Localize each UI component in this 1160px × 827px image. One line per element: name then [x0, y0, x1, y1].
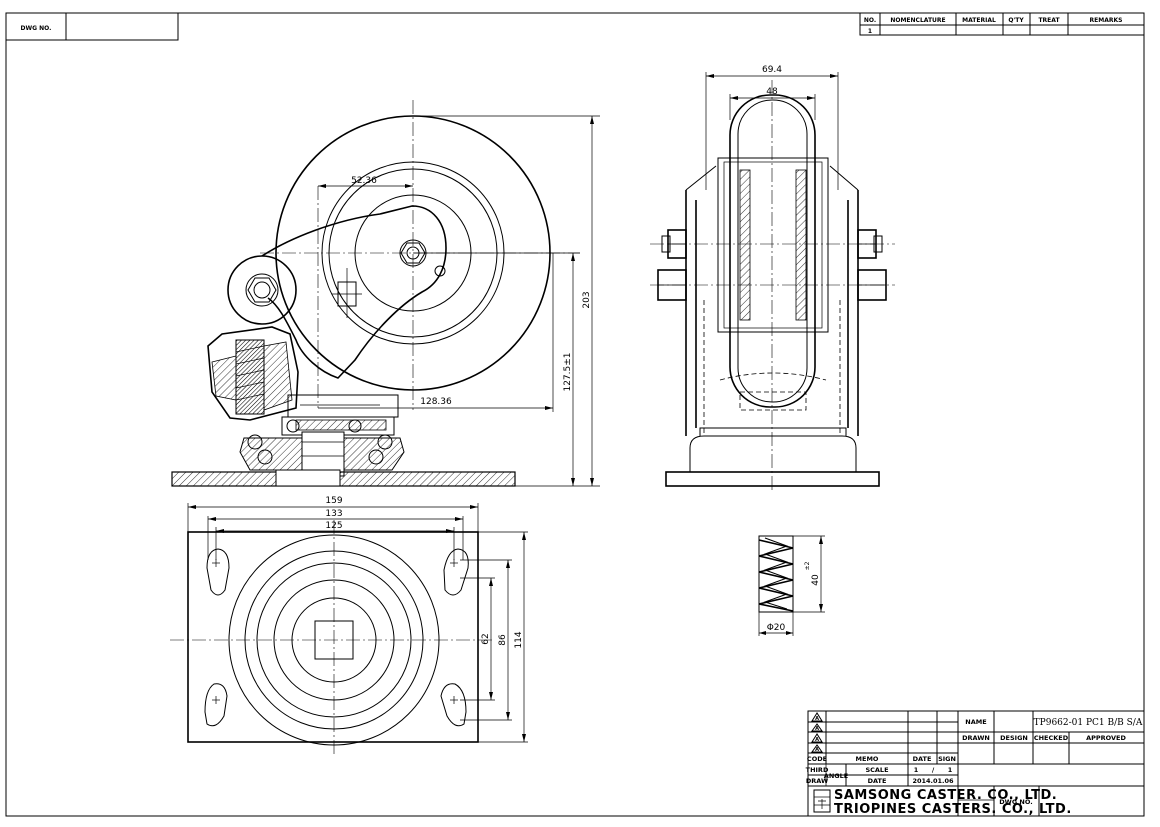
parts-header-qty: Q'TY [1008, 17, 1024, 24]
side-pivot-ear [227, 255, 297, 325]
front-wheel-tire [729, 94, 816, 408]
third-label: THIRD [806, 766, 829, 774]
dwg-no-label-bottom: DWG NO. [999, 798, 1032, 806]
company-line-2: TRIOPINES CASTERS. CO., LTD. [834, 802, 1072, 817]
code-label: CODE [807, 755, 827, 763]
parts-header-material: MATERIAL [962, 17, 996, 24]
side-top-plate [171, 471, 516, 487]
drawn-label: DRAWN [962, 734, 990, 742]
dim-spring-length: 40 [811, 574, 821, 586]
parts-row-no: 1 [868, 28, 872, 35]
front-top-plate [665, 471, 880, 487]
side-swivel-housing [287, 394, 399, 418]
revision-mark-2: A [815, 726, 819, 732]
top-plate-view: 159 133 125 62 86 114 [170, 496, 528, 755]
dim-outer-hole-span: 133 [325, 509, 342, 519]
dim-plate-width: 159 [325, 496, 342, 506]
scale-label: SCALE [865, 766, 888, 774]
plate-slot-hole-bottom-right [440, 683, 467, 727]
revision-mark-3: A [815, 737, 819, 743]
dim-offset: 52.36 [351, 176, 377, 186]
sign-label: SIGN [938, 755, 956, 763]
dim-swivel-lead: 128.36 [420, 397, 452, 407]
dim-overall-width: 69.4 [762, 65, 782, 75]
dim-overall-height: 203 [582, 291, 592, 308]
company-line-1: SAMSONG CASTER. CO., LTD. [834, 788, 1057, 803]
dim-spring-diameter: Φ20 [767, 623, 786, 633]
dim-spring-length-tolerance: ±2 [804, 561, 811, 570]
scale-slash: / [932, 766, 935, 774]
sheet-border [5, 12, 1145, 817]
front-fork-left-leg [685, 190, 697, 436]
dwg-no-label-top: DWG NO. [21, 25, 52, 32]
dim-hole-span-long: 86 [498, 634, 508, 646]
revision-mark-1: A [815, 716, 819, 722]
dim-inner-hole-span: 125 [325, 521, 342, 531]
parts-header-treat: TREAT [1038, 17, 1060, 24]
side-view: 52.36 128.36 127.5±1 203 [171, 100, 600, 487]
parts-header-remarks: REMARKS [1090, 17, 1123, 24]
date-value: 2014.01.06 [912, 777, 954, 785]
grease-nipple-icon [332, 268, 362, 318]
side-swing-arm [261, 205, 447, 379]
dwg-no-box-top: DWG NO. [5, 12, 179, 41]
memo-label: MEMO [856, 755, 879, 763]
dim-wheel-width: 48 [766, 87, 778, 97]
title-block: A A A A CODE MEMO DATE SIGN THIRD DRAW A… [806, 710, 1145, 817]
approved-label: APPROVED [1086, 734, 1126, 742]
design-label: DESIGN [1000, 734, 1028, 742]
dim-plate-length: 114 [514, 631, 524, 648]
front-wheel-rim [717, 157, 829, 333]
front-fork-right-leg [847, 190, 859, 436]
plate-slot-hole-top-left [206, 548, 230, 596]
spring-detail: 40 ±2 Φ20 [758, 535, 825, 636]
parts-list-table: NO. NOMENCLATURE MATERIAL Q'TY TREAT REM… [859, 12, 1145, 36]
date-row-label: DATE [868, 777, 887, 785]
parts-header-no: NO. [864, 17, 876, 24]
plate-slot-hole-bottom-left [204, 683, 228, 727]
date-col-label: DATE [913, 755, 932, 763]
front-view: 69.4 48 [650, 65, 895, 492]
draw-label: DRAW [806, 777, 828, 785]
revision-triangle-icon [811, 712, 823, 753]
scale-num: 1 [914, 766, 919, 774]
name-value: TP9662-01 PC1 B/B S/A [1034, 718, 1143, 728]
revision-mark-4: A [815, 747, 819, 753]
company-logo-icon [813, 789, 831, 813]
spring-coils [758, 539, 794, 612]
spring-coil-section [235, 339, 265, 415]
plate-slot-hole-top-right [443, 548, 469, 596]
checked-label: CHECKED [1034, 734, 1069, 742]
angle-label: ANGLE [824, 772, 848, 780]
parts-header-nomenclature: NOMENCLATURE [890, 17, 945, 24]
plate-outline [187, 531, 479, 743]
spring-housing [207, 326, 299, 421]
scale-den: 1 [948, 766, 953, 774]
name-label: NAME [965, 718, 986, 726]
dim-hole-span-short: 62 [481, 633, 491, 644]
dim-axle-height: 127.5±1 [563, 352, 573, 391]
